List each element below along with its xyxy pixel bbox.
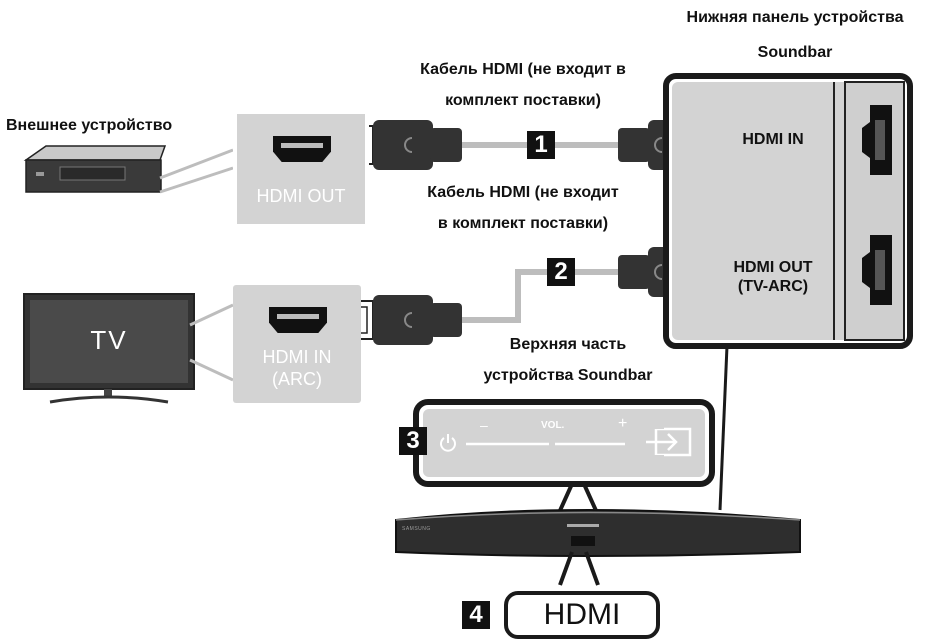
bottom-panel-pointer — [718, 345, 729, 511]
hdmi-callout-label: HDMI — [543, 598, 621, 631]
hdmi-callout-frame — [504, 591, 660, 639]
volume-label: VOL. — [541, 420, 565, 431]
soundbar-top-label: Верхняя часть устройства Soundbar — [448, 333, 688, 389]
hdmi-port-pins — [281, 143, 323, 148]
soundbar-bottom-title: Нижняя панель устройства Soundbar — [665, 6, 925, 66]
source-input-icon — [646, 425, 692, 459]
step-1-badge: 1 — [527, 131, 555, 159]
soundbar-hdmi-in-label: HDMI IN — [742, 131, 804, 148]
cable-1-label-line1: Кабель HDMI (не входит в — [420, 61, 626, 78]
cable-2-label-line1: Кабель HDMI (не входит — [427, 184, 619, 201]
tv-hdmi-in-label: HDMI IN (ARC) — [233, 347, 361, 390]
ext-callout-line-2 — [159, 166, 234, 194]
tv-icon — [23, 293, 195, 404]
hdmi-port-icon — [269, 307, 327, 333]
external-device-icon — [23, 145, 167, 193]
soundbar-hdmi-out-line2: (TV-ARC) — [737, 278, 809, 296]
tv-callout-line-2 — [189, 358, 234, 382]
soundbar-top-panel — [413, 399, 715, 517]
step-3-badge: 3 — [399, 427, 427, 455]
soundbar-top-line1: Верхняя часть — [509, 336, 627, 353]
hdmi-port-icon — [273, 136, 331, 162]
cable-2-label-line2: в комплект поставки) — [437, 214, 609, 232]
external-hdmi-port-box: HDMI OUT — [233, 110, 369, 228]
tv-hdmi-port-box: HDMI IN (ARC) — [233, 285, 361, 403]
hdmi-port-pins — [277, 314, 319, 319]
tv-callout-line — [189, 303, 234, 327]
step-4-badge: 4 — [462, 601, 490, 629]
soundbar-hdmi-out-label: HDMI OUT (TV-ARC) — [718, 258, 828, 296]
cable-2-label: Кабель HDMI (не входит в комплект постав… — [392, 181, 654, 237]
external-device-label: Внешнее устройство — [6, 117, 173, 134]
cable-1-label-line2: комплект поставки) — [445, 91, 601, 109]
soundbar-hdmi-out-line1: HDMI OUT — [733, 259, 813, 276]
soundbar-top-line2: устройства Soundbar — [483, 366, 653, 384]
volume-plus-label: + — [618, 415, 628, 432]
soundbar-body — [395, 509, 801, 557]
tv-hdmi-in-line2: (ARC) — [272, 368, 322, 389]
step-2-badge: 2 — [547, 258, 575, 286]
cable-1-label: Кабель HDMI (не входит в комплект постав… — [392, 58, 654, 114]
tv-screen-text: TV — [90, 325, 128, 355]
soundbar-brand-logo: SAMSUNG — [402, 526, 431, 532]
soundbar-bottom-panel — [663, 73, 913, 349]
ext-callout-line — [159, 148, 234, 180]
power-icon — [440, 434, 456, 452]
tv-hdmi-in-line1: HDMI IN — [262, 347, 332, 367]
volume-minus-label: – — [480, 417, 488, 433]
hdmi-callout-pointer — [558, 551, 600, 586]
external-hdmi-out-label: HDMI OUT — [256, 186, 346, 206]
soundbar-bottom-line2: Soundbar — [757, 43, 833, 61]
soundbar-bottom-line1: Нижняя панель устройства — [686, 9, 904, 26]
